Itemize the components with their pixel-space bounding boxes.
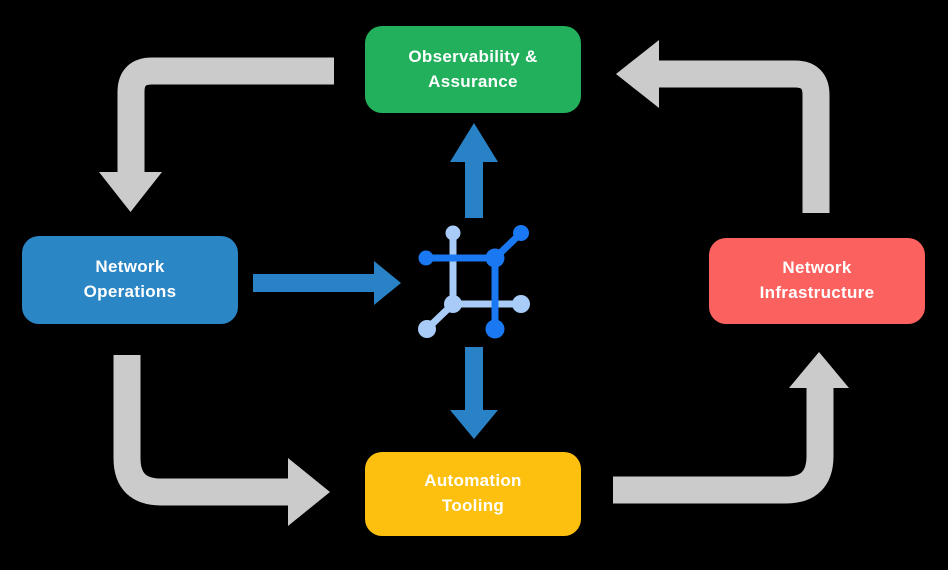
arrow-head-up	[789, 352, 849, 388]
arrow-operations-to-automation	[113, 355, 330, 526]
node-network-operations: Network Operations	[22, 236, 238, 324]
arrow-head-up	[450, 123, 498, 162]
node-network-infrastructure: Network Infrastructure	[709, 238, 925, 324]
arrow-head-right	[374, 261, 401, 305]
arrow-automation-to-infrastructure	[613, 352, 849, 504]
arrow-head-down	[450, 410, 498, 439]
arrow-head-down	[99, 172, 162, 212]
node-label: Automation Tooling	[424, 471, 522, 515]
arrow-head-right	[288, 458, 330, 526]
arrow-observability-to-operations	[99, 57, 334, 212]
network-mesh-icon-dark-part	[418, 225, 529, 339]
network-mesh-icon	[418, 225, 530, 339]
arrow-infrastructure-to-observability	[616, 40, 830, 213]
node-label: Network Operations	[83, 257, 177, 301]
arrow-head-left	[616, 40, 659, 108]
arrow-center-to-automation	[450, 347, 498, 439]
node-label: Network Infrastructure	[759, 258, 875, 302]
arrow-operations-to-center	[253, 261, 401, 305]
node-automation-tooling: Automation Tooling	[365, 452, 581, 536]
arrow-center-to-observability	[450, 123, 498, 218]
node-observability-assurance: Observability & Assurance	[365, 26, 581, 113]
node-label: Observability & Assurance	[408, 46, 538, 91]
